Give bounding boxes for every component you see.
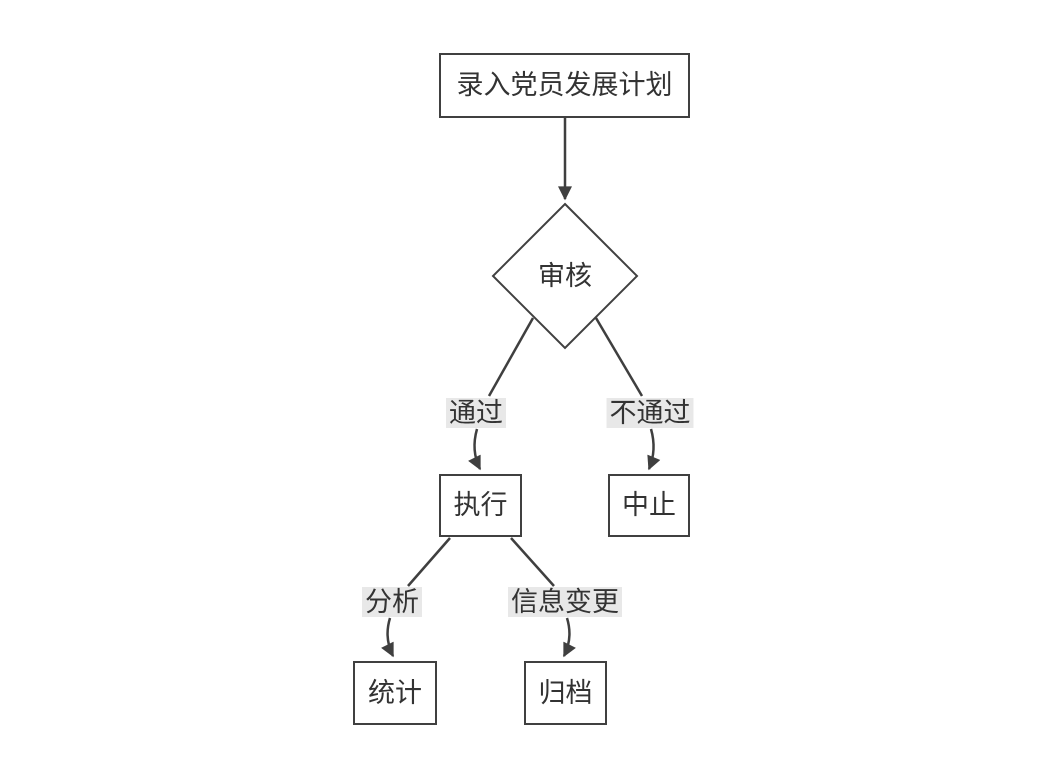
node-review: 审核: [538, 260, 592, 291]
edge-label-fail: 不通过: [606, 398, 694, 428]
edge-execute-change-label: [510, 537, 555, 587]
node-plan: 录入党员发展计划: [439, 53, 690, 118]
node-archive: 归档: [524, 661, 607, 725]
edge-pass-label-execute: [468, 428, 482, 471]
decision-diamond-shape: [491, 202, 639, 350]
edge-analyze-label-stats: [381, 617, 395, 658]
node-execute: 执行: [439, 474, 522, 537]
node-stats: 统计: [353, 661, 437, 725]
edge-label-analyze: 分析: [362, 587, 422, 617]
node-abort: 中止: [608, 474, 690, 537]
edge-review-fail-label: [594, 317, 644, 397]
edge-label-pass: 通过: [446, 398, 506, 428]
edge-execute-analyze-label: [407, 537, 451, 587]
edge-review-pass-label: [487, 317, 535, 397]
edge-change-label-archive: [562, 617, 576, 658]
edge-fail-label-abort: [647, 428, 661, 471]
edge-label-change: 信息变更: [508, 587, 622, 617]
